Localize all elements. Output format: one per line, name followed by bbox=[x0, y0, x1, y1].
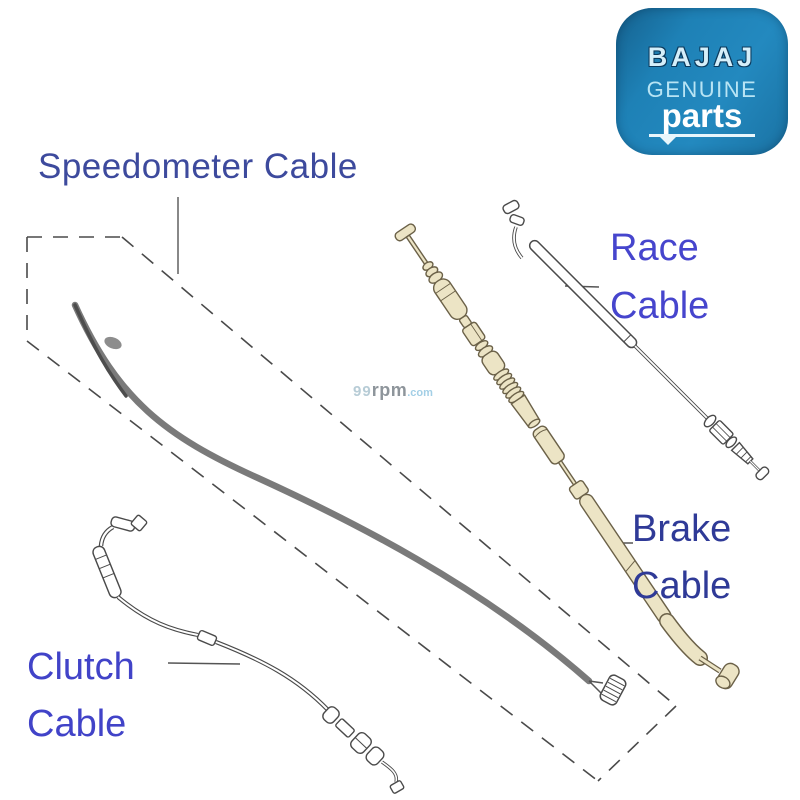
clutch-cable-label-line2: Cable bbox=[27, 703, 127, 745]
brake-barrel-end bbox=[715, 662, 740, 690]
bajaj-genuine-parts-logo: BAJAJ GENUINE parts bbox=[616, 8, 788, 155]
race-cable-label-line1: Race bbox=[610, 227, 699, 269]
logo-underline bbox=[649, 134, 755, 145]
logo-genuine-text: GENUINE bbox=[646, 77, 758, 102]
speedometer-dashed-outline bbox=[26, 236, 677, 782]
race-cable-drawing bbox=[502, 199, 770, 481]
clutch-cable-drawing bbox=[92, 514, 405, 794]
watermark-suffix: .com bbox=[407, 387, 433, 399]
logo-parts-text: parts bbox=[661, 97, 743, 134]
watermark-mid: rpm bbox=[371, 380, 408, 400]
clutch-cable-label-line1: Clutch bbox=[27, 646, 135, 688]
brake-cable-label: Brake Cable bbox=[632, 501, 731, 615]
race-cable-label-line2: Cable bbox=[610, 285, 710, 327]
speedometer-cable-label: Speedometer Cable bbox=[38, 147, 358, 186]
speedometer-cable-drawing bbox=[71, 301, 627, 706]
speedometer-drum-end bbox=[599, 674, 627, 706]
brake-cable-drawing bbox=[394, 223, 740, 690]
clutch-leader-line bbox=[167, 662, 241, 665]
watermark-prefix: 99 bbox=[353, 383, 372, 400]
race-cable-label: Race Cable bbox=[610, 219, 709, 335]
brake-cable-label-line1: Brake bbox=[632, 508, 732, 550]
brake-cable-label-line2: Cable bbox=[632, 565, 732, 607]
clutch-cable-label: Clutch Cable bbox=[27, 639, 135, 753]
logo-brand-text: BAJAJ bbox=[647, 42, 757, 72]
logo-down-arrow-icon bbox=[659, 136, 677, 145]
